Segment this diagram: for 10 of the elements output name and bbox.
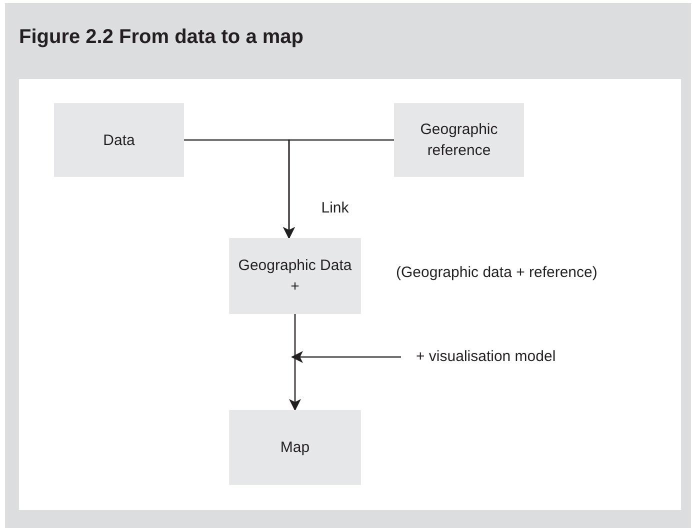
arrow <box>291 351 401 363</box>
process-box: Geographic reference <box>394 103 524 177</box>
figure-title: Figure 2.2 From data to a map <box>19 25 304 50</box>
process-box: Map <box>229 410 361 485</box>
input-text: + visualisation model <box>408 346 608 368</box>
process-box: Geographic Data + <box>229 238 361 314</box>
annotation-text: (Geographic data + reference) <box>396 263 598 283</box>
process-box: Data <box>54 103 184 177</box>
arrow <box>283 139 394 239</box>
arrow <box>289 314 301 411</box>
